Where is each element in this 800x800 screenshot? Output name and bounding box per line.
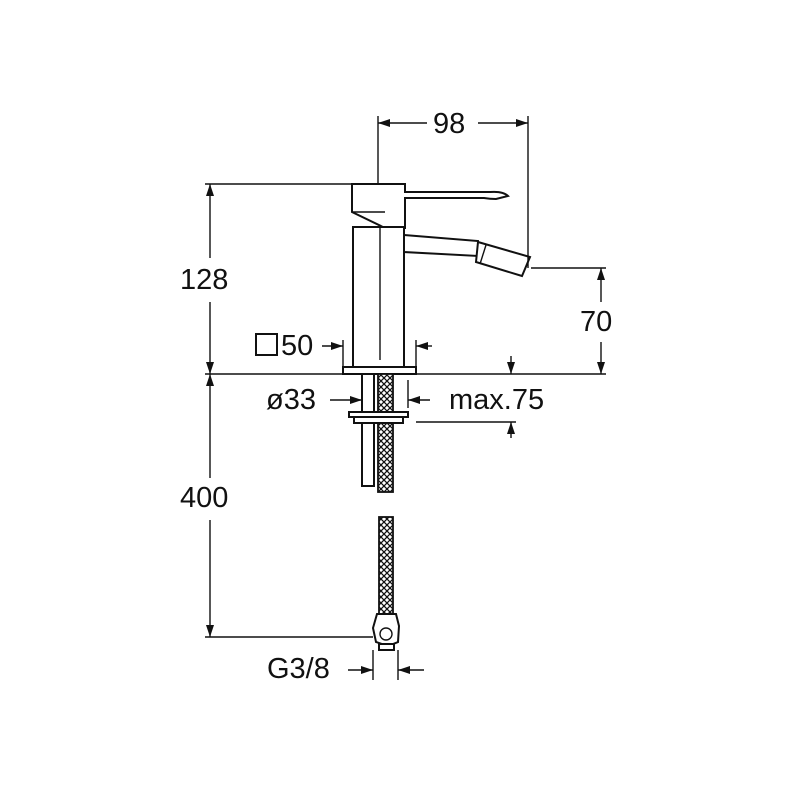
label-thread-g3-8: G3/8 — [267, 653, 330, 685]
label-width-98: 98 — [433, 108, 466, 140]
dimension-98 — [377, 116, 529, 268]
label-spout-height-70: 70 — [580, 306, 613, 338]
base-flange — [342, 366, 417, 375]
nut — [353, 416, 404, 424]
dimension-square-50 — [322, 340, 432, 367]
square-symbol-icon — [255, 333, 278, 356]
base-square-value: 50 — [281, 330, 314, 362]
mounting-rod — [361, 373, 375, 487]
hose-upper — [377, 373, 394, 493]
dimension-70 — [531, 267, 606, 374]
faucet-body — [342, 183, 532, 375]
lever-handle — [351, 183, 510, 229]
label-diameter-33: ø33 — [266, 384, 316, 416]
label-base-square-50: 50 — [255, 332, 313, 361]
spout-nozzle — [474, 240, 532, 278]
dimension-128 — [205, 183, 352, 374]
hose-lower — [378, 516, 394, 616]
hose-connector — [371, 613, 401, 648]
label-max-75: max.75 — [449, 384, 545, 416]
dimension-max-75 — [416, 356, 516, 438]
label-hose-length-400: 400 — [180, 482, 229, 514]
spout — [403, 233, 479, 258]
dimension-g3-8 — [348, 650, 424, 680]
dimension-400 — [205, 374, 373, 638]
label-height-128: 128 — [180, 264, 229, 296]
dimension-diameter-33 — [330, 380, 430, 408]
mounting-assembly — [348, 373, 409, 651]
faucet-column — [352, 226, 405, 368]
